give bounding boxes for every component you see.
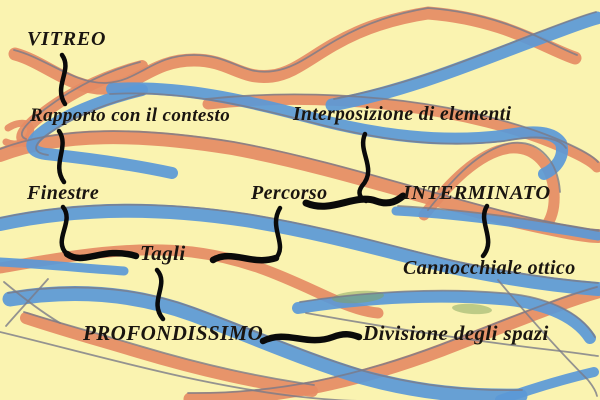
node-label-finestre: Finestre xyxy=(27,182,100,204)
outline-line xyxy=(333,11,597,100)
connector-vitreo-rapporto xyxy=(58,52,68,107)
orange-ribbon-upper-right xyxy=(202,93,600,173)
outline-line xyxy=(497,279,598,397)
connector-percorso-interminato-swoosh xyxy=(302,192,407,210)
connector-rapporto-finestre xyxy=(56,128,67,185)
outline-line xyxy=(397,205,600,232)
orange-ribbon-right-leaf xyxy=(418,142,560,232)
outline-line xyxy=(205,93,599,163)
connector-finestre-down xyxy=(59,204,70,257)
outline-line xyxy=(5,278,49,327)
outline-line xyxy=(3,281,61,324)
blue-ribbon-small-left-strip xyxy=(0,257,129,276)
node-label-percorso: Percorso xyxy=(251,182,328,204)
node-label-interminato: INTERMINATO xyxy=(403,182,551,204)
connector-tagli-profondissimo xyxy=(154,267,166,322)
outline-line xyxy=(305,312,599,357)
blue-ribbon-left-u-turn xyxy=(26,84,178,179)
outline-line xyxy=(23,311,315,386)
blue-ribbon-bottom-right-corner xyxy=(495,367,599,400)
connector-finestre-tagli-swoosh xyxy=(63,249,140,262)
orange-ribbon-top xyxy=(8,6,582,95)
node-label-cannocchiale-ottico: Cannocchiale ottico xyxy=(403,257,576,279)
blue-ribbon-profondissimo xyxy=(2,286,528,400)
connector-profondissimo-divisione-swoosh xyxy=(259,331,363,345)
blue-ribbon-under-interminato xyxy=(391,206,600,241)
green-blend-smudge xyxy=(452,303,492,315)
node-label-interposizione-di-elementi: Interposizione di elementi xyxy=(293,104,512,125)
outline-line xyxy=(299,289,596,338)
connector-interposizione-down xyxy=(357,131,371,204)
blue-ribbon-top-right-riser xyxy=(325,11,600,112)
connector-up-to-percorso xyxy=(273,205,283,261)
outline-line xyxy=(0,130,600,231)
connector-interminato-cannocchiale xyxy=(480,203,491,259)
blue-ribbon-center-wide xyxy=(0,203,600,296)
node-label-vitreo: VITREO xyxy=(27,28,107,50)
node-label-profondissimo: PROFONDISSIMO xyxy=(83,321,264,345)
outline-line xyxy=(35,93,145,156)
node-label-tagli: Tagli xyxy=(140,241,186,265)
connector-tagli-right-swoosh xyxy=(209,252,280,264)
outline-line xyxy=(427,141,561,211)
node-label-rapporto-con-il-contesto: Rapporto con il contesto xyxy=(30,105,231,126)
outline-line xyxy=(0,331,357,400)
outline-line xyxy=(109,92,567,149)
orange-ribbon-bottom-left-diagonal xyxy=(20,312,318,397)
node-label-divisione-degli-spazi: Divisione degli spazi xyxy=(363,321,549,345)
outline-line xyxy=(13,7,578,84)
outline-line xyxy=(20,61,141,140)
outline-line xyxy=(0,203,599,284)
